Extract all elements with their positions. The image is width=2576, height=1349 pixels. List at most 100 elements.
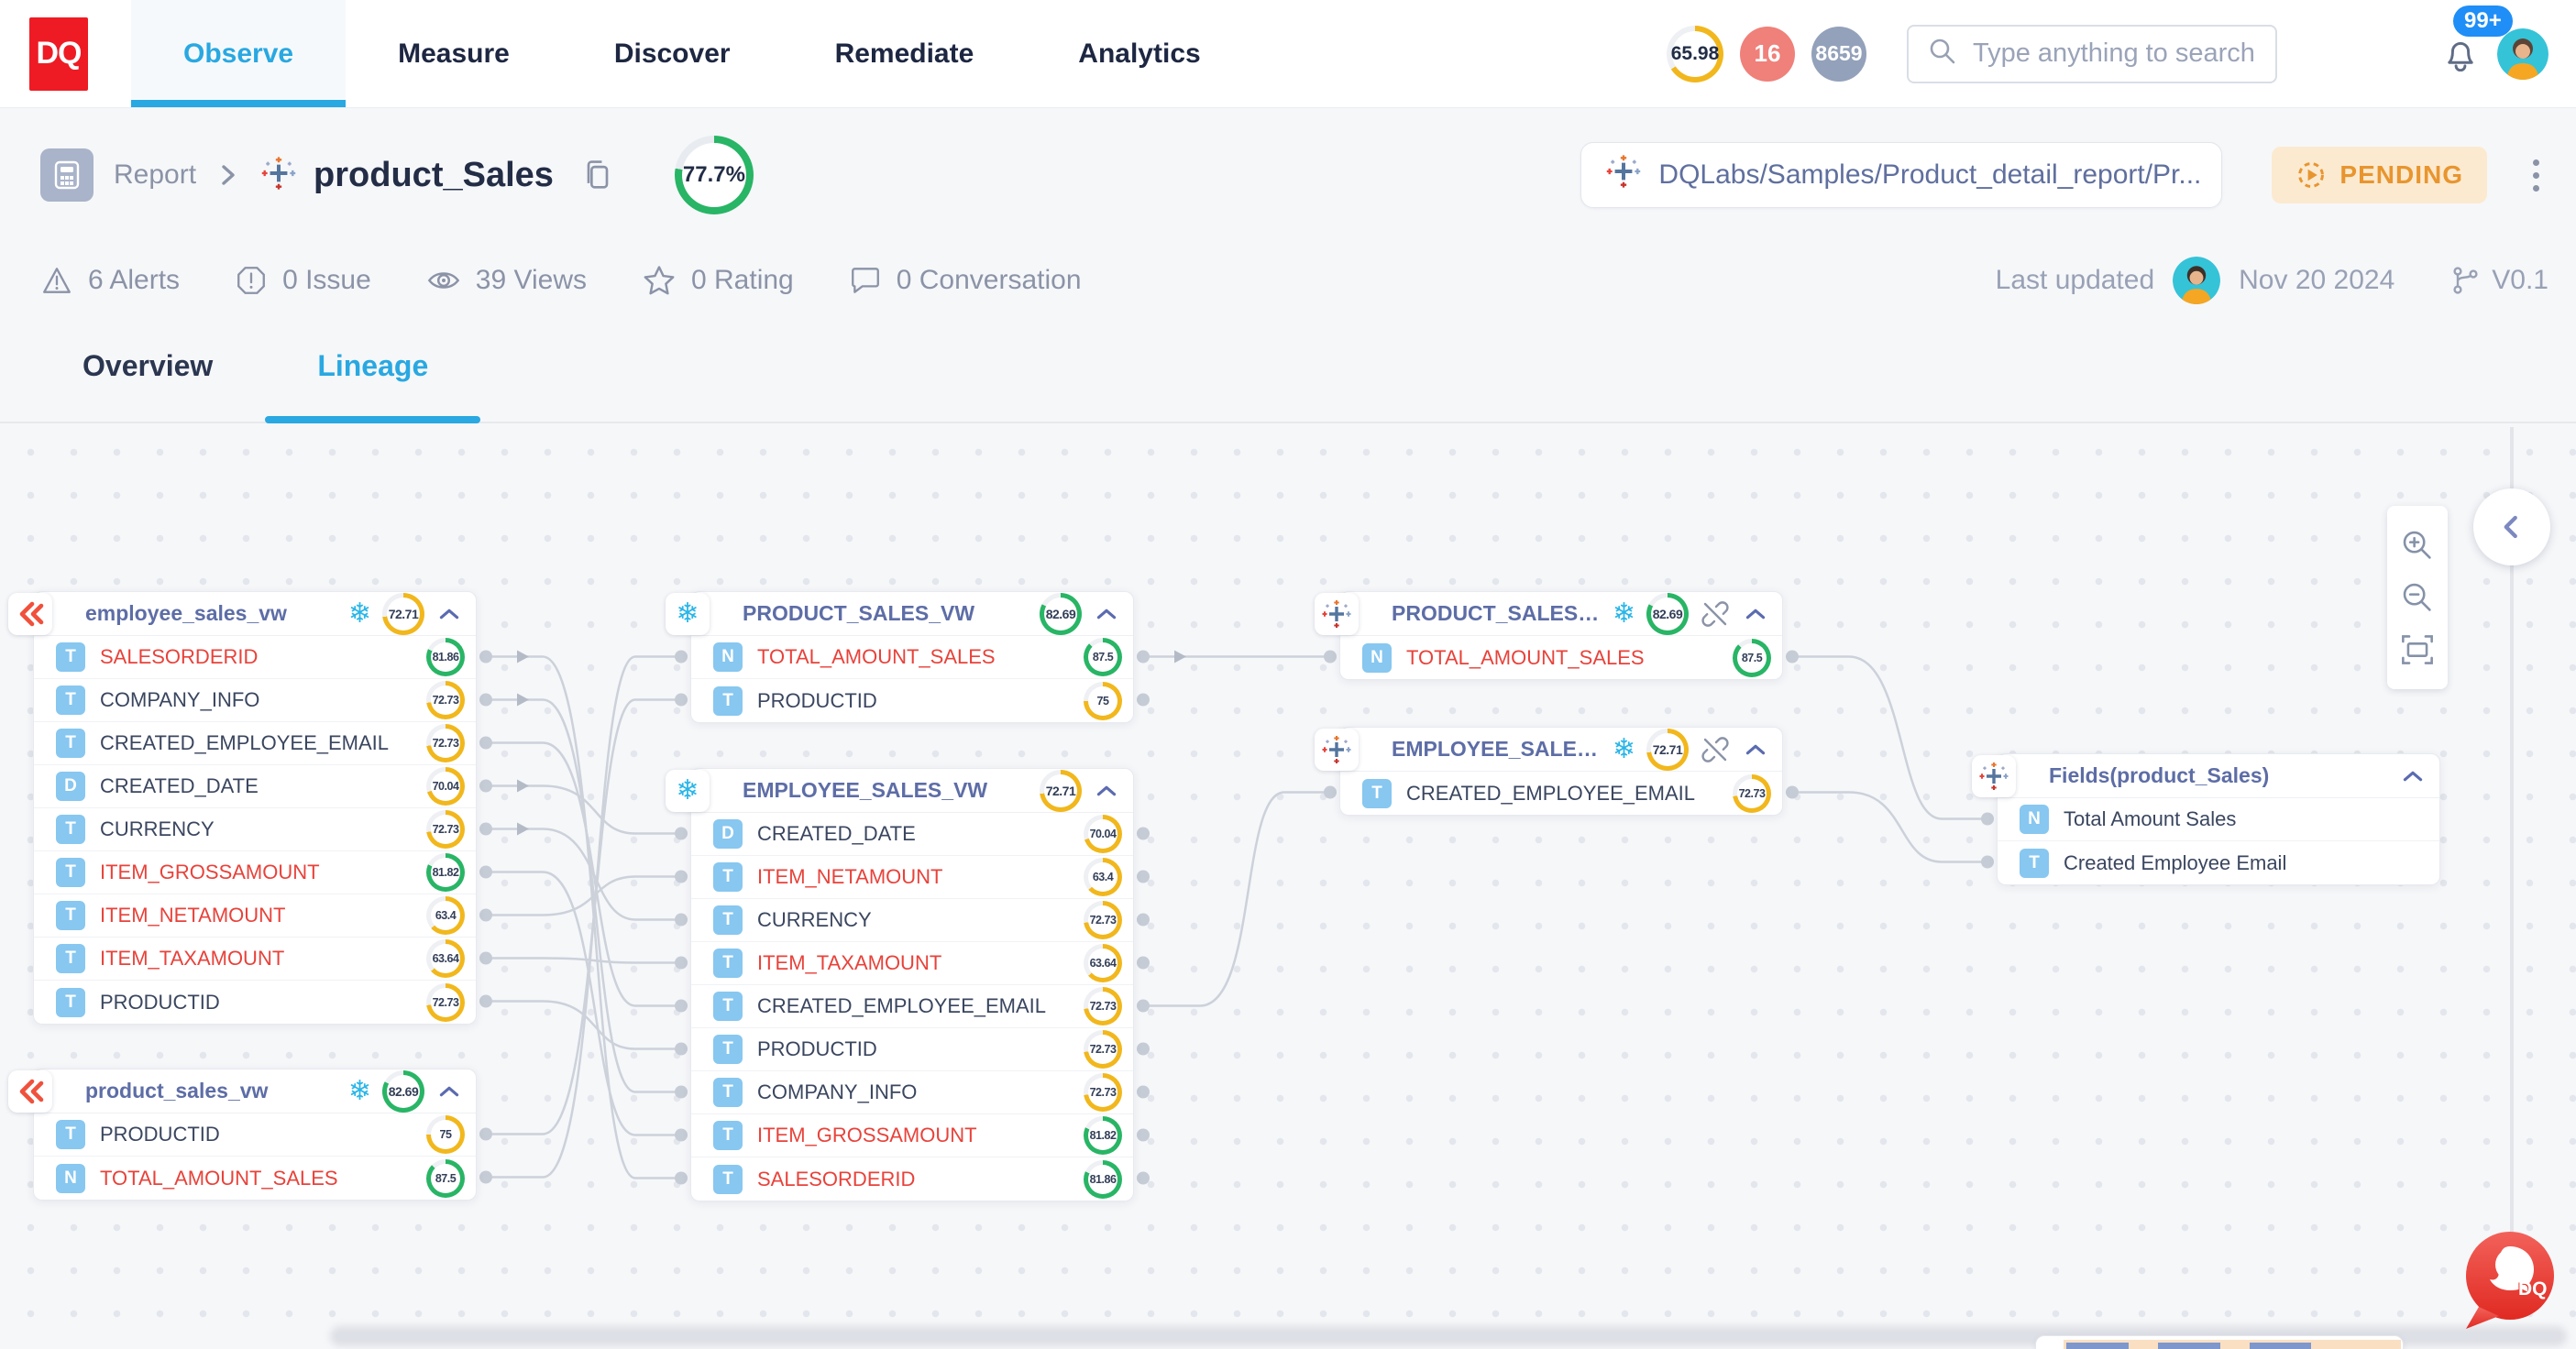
- lineage-node-product_sales_vw_src[interactable]: product_sales_vw ❄ 82.69 T PRODUCTID 75 …: [8, 1069, 477, 1201]
- zoom-in-button[interactable]: [2400, 528, 2435, 563]
- lineage-node-header[interactable]: PRODUCT_SALES_VW 82.69: [691, 592, 1133, 636]
- nav-measure[interactable]: Measure: [398, 38, 510, 69]
- lineage-field-row[interactable]: T COMPANY_INFO 72.73: [34, 679, 476, 722]
- nav-discover[interactable]: Discover: [613, 38, 731, 69]
- global-score-badge[interactable]: 65.98: [1667, 25, 1723, 82]
- nav-observe[interactable]: Observe: [131, 0, 347, 107]
- field-name: SALESORDERID: [100, 645, 259, 668]
- lineage-canvas[interactable]: DQ DQ employee_sales_vw ❄ 72.71 T SALESO…: [0, 423, 2576, 1349]
- lineage-node-employee_sales_vw_right[interactable]: EMPLOYEE_SALES_VW ❄ 72.71 T CREATED_EMPL…: [1315, 727, 1783, 816]
- unlink-icon[interactable]: [1700, 598, 1731, 630]
- user-avatar[interactable]: [2497, 27, 2548, 80]
- lineage-field-row[interactable]: T CURRENCY 72.73: [34, 808, 476, 851]
- alert-count-badge[interactable]: 16: [1740, 26, 1795, 82]
- global-search[interactable]: [1907, 24, 2277, 83]
- lineage-field-row[interactable]: T SALESORDERID 81.86: [34, 636, 476, 679]
- lineage-node-product_sales_vw_mid[interactable]: ❄ PRODUCT_SALES_VW 82.69 N TOTAL_AMOUNT_…: [666, 591, 1134, 723]
- breadcrumb[interactable]: Report: [114, 159, 197, 190]
- field-type-chip: T: [713, 992, 743, 1021]
- asset-count-badge[interactable]: 8659: [1811, 26, 1866, 82]
- lineage-field-row[interactable]: T PRODUCTID 75: [691, 679, 1133, 722]
- collapse-node-chevron[interactable]: [1742, 740, 1769, 760]
- alerts-stat-label: 6 Alerts: [88, 265, 181, 295]
- source-path-chip[interactable]: DQLabs/Samples/Product_detail_report/Pr.…: [1580, 142, 2223, 208]
- node-score-ring: 82.69: [1040, 592, 1082, 635]
- field-name: Created Employee Email: [2064, 850, 2287, 874]
- lineage-field-row[interactable]: T CREATED_EMPLOYEE_EMAIL 72.73: [1340, 772, 1782, 815]
- collapse-upstream-icon[interactable]: [8, 593, 52, 635]
- tableau-source-icon[interactable]: [1972, 755, 2016, 797]
- lineage-field-row[interactable]: T Created Employee Email: [1998, 841, 2439, 884]
- tab-lineage[interactable]: Lineage: [265, 349, 481, 423]
- search-input[interactable]: [1973, 38, 2257, 69]
- field-score-ring: 72.73: [426, 982, 465, 1022]
- collapse-node-chevron[interactable]: [2399, 766, 2427, 786]
- lineage-field-row[interactable]: T PRODUCTID 72.73: [691, 1028, 1133, 1071]
- alerts-stat[interactable]: 6 Alerts: [40, 264, 180, 297]
- lineage-field-row[interactable]: T ITEM_TAXAMOUNT 63.64: [691, 942, 1133, 985]
- lineage-field-row[interactable]: D CREATED_DATE 70.04: [691, 813, 1133, 856]
- horizontal-scrollbar[interactable]: [330, 1326, 2567, 1346]
- lineage-field-row[interactable]: N Total Amount Sales: [1998, 798, 2439, 841]
- lineage-field-row[interactable]: T SALESORDERID 81.86: [691, 1157, 1133, 1201]
- views-stat: 39 Views: [426, 263, 587, 298]
- dashboard-preview-thumbnail[interactable]: [2035, 1335, 2404, 1349]
- lineage-node-header[interactable]: EMPLOYEE_SALES_VW 72.71: [691, 769, 1133, 813]
- lineage-node-title: Fields(product_Sales): [2049, 763, 2270, 787]
- rating-stat[interactable]: 0 Rating: [642, 263, 794, 298]
- more-actions-menu[interactable]: [2524, 150, 2548, 201]
- lineage-node-header[interactable]: product_sales_vw ❄ 82.69: [34, 1069, 476, 1113]
- collapse-node-chevron[interactable]: [1742, 604, 1769, 624]
- lineage-field-row[interactable]: T ITEM_GROSSAMOUNT 81.82: [34, 851, 476, 894]
- tab-overview[interactable]: Overview: [83, 349, 214, 382]
- collapse-upstream-icon[interactable]: [8, 1070, 52, 1113]
- lineage-node-fields_product_sales[interactable]: Fields(product_Sales) N Total Amount Sal…: [1972, 753, 2440, 885]
- lineage-node-header[interactable]: PRODUCT_SALES_VW ❄ 82.69: [1340, 592, 1782, 636]
- collapse-node-chevron[interactable]: [435, 1081, 463, 1102]
- collapse-node-chevron[interactable]: [435, 604, 463, 624]
- nav-analytics[interactable]: Analytics: [1078, 38, 1201, 69]
- copy-icon[interactable]: [579, 157, 616, 193]
- fit-view-button[interactable]: [2400, 632, 2435, 667]
- field-type-chip: T: [56, 987, 85, 1017]
- lineage-field-row[interactable]: N TOTAL_AMOUNT_SALES 87.5: [691, 636, 1133, 679]
- lineage-field-row[interactable]: T ITEM_TAXAMOUNT 63.64: [34, 938, 476, 981]
- lineage-field-row[interactable]: T PRODUCTID 75: [34, 1113, 476, 1157]
- lineage-node-product_sales_vw_right[interactable]: PRODUCT_SALES_VW ❄ 82.69 N TOTAL_AMOUNT_…: [1315, 591, 1783, 680]
- tableau-source-icon[interactable]: [1315, 593, 1359, 635]
- tableau-source-icon[interactable]: [1315, 729, 1359, 771]
- lineage-field-row[interactable]: T ITEM_GROSSAMOUNT 81.82: [691, 1114, 1133, 1157]
- conversation-stat[interactable]: 0 Conversation: [849, 264, 1082, 297]
- report-quality-score-value: 77.7%: [681, 143, 746, 207]
- zoom-out-button[interactable]: [2400, 580, 2435, 615]
- lineage-field-row[interactable]: T CURRENCY 72.73: [691, 899, 1133, 942]
- lineage-node-employee_sales_vw_mid[interactable]: ❄ EMPLOYEE_SALES_VW 72.71 D CREATED_DATE…: [666, 768, 1134, 1201]
- lineage-field-row[interactable]: N TOTAL_AMOUNT_SALES 87.5: [1340, 636, 1782, 679]
- issues-stat[interactable]: 0 Issue: [235, 264, 371, 297]
- updater-avatar[interactable]: [2173, 257, 2221, 304]
- lineage-node-header[interactable]: employee_sales_vw ❄ 72.71: [34, 592, 476, 636]
- lineage-node-employee_sales_vw_src[interactable]: employee_sales_vw ❄ 72.71 T SALESORDERID…: [8, 591, 477, 1025]
- lineage-field-row[interactable]: T COMPANY_INFO 72.73: [691, 1071, 1133, 1114]
- lineage-node-header[interactable]: Fields(product_Sales): [1998, 754, 2439, 798]
- lineage-field-row[interactable]: T CREATED_EMPLOYEE_EMAIL 72.73: [34, 722, 476, 765]
- nav-remediate[interactable]: Remediate: [834, 38, 974, 69]
- lineage-field-row[interactable]: T CREATED_EMPLOYEE_EMAIL 72.73: [691, 985, 1133, 1028]
- collapse-node-chevron[interactable]: [1093, 781, 1120, 801]
- snowflake-source-icon[interactable]: ❄: [666, 770, 710, 812]
- issue-octagon-icon: [237, 267, 265, 294]
- dq-chat-button[interactable]: DQ DQ: [2457, 1228, 2559, 1331]
- dqlabs-logo[interactable]: DQ: [29, 16, 88, 91]
- lineage-field-row[interactable]: T PRODUCTID 72.73: [34, 981, 476, 1024]
- version-info[interactable]: V0.1: [2449, 265, 2548, 296]
- collapse-panel-button[interactable]: [2473, 488, 2550, 565]
- lineage-field-row[interactable]: T ITEM_NETAMOUNT 63.4: [691, 856, 1133, 899]
- collapse-node-chevron[interactable]: [1093, 604, 1120, 624]
- lineage-node-header[interactable]: EMPLOYEE_SALES_VW ❄ 72.71: [1340, 728, 1782, 772]
- lineage-field-row[interactable]: T ITEM_NETAMOUNT 63.4: [34, 894, 476, 938]
- snowflake-source-icon[interactable]: ❄: [666, 593, 710, 635]
- lineage-field-row[interactable]: D CREATED_DATE 70.04: [34, 765, 476, 808]
- unlink-icon[interactable]: [1700, 734, 1731, 765]
- notifications[interactable]: 99+: [2440, 5, 2513, 76]
- lineage-field-row[interactable]: N TOTAL_AMOUNT_SALES 87.5: [34, 1157, 476, 1200]
